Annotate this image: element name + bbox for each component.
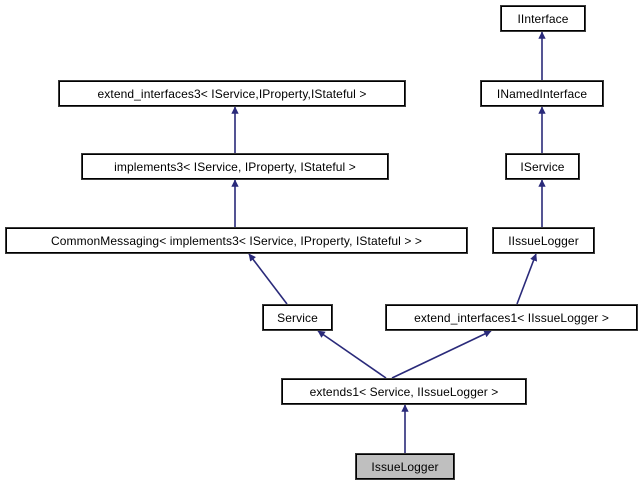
class-node-label: CommonMessaging< implements3< IService, … bbox=[50, 233, 422, 248]
inheritance-arrow-service-to-commonmessaging bbox=[248, 253, 288, 305]
class-node-iinterface[interactable]: IInterface bbox=[500, 5, 586, 32]
class-node-extends1[interactable]: extends1< Service, IIssueLogger > bbox=[281, 378, 527, 405]
class-node-label: implements3< IService, IProperty, IState… bbox=[114, 159, 356, 174]
class-node-service[interactable]: Service bbox=[262, 304, 333, 331]
class-node-implements3[interactable]: implements3< IService, IProperty, IState… bbox=[81, 153, 389, 180]
class-node-label: IIssueLogger bbox=[508, 233, 579, 248]
class-node-label: extend_interfaces1< IIssueLogger > bbox=[414, 310, 609, 325]
class-node-label: Service bbox=[277, 310, 318, 325]
class-node-iservice[interactable]: IService bbox=[505, 153, 580, 180]
class-node-label: IInterface bbox=[517, 11, 569, 26]
class-node-label: extend_interfaces3< IService,IProperty,I… bbox=[97, 86, 367, 101]
class-node-inamedinterface[interactable]: INamedInterface bbox=[480, 80, 604, 107]
class-node-label: INamedInterface bbox=[496, 86, 588, 101]
class-node-label: extends1< Service, IIssueLogger > bbox=[309, 384, 499, 399]
class-node-iissuelogger[interactable]: IIssueLogger bbox=[492, 227, 595, 254]
inheritance-arrow-extend_interfaces1-to-iissuelogger bbox=[516, 253, 538, 305]
class-node-label: IService bbox=[520, 159, 565, 174]
class-node-issuelogger[interactable]: IssueLogger bbox=[355, 453, 455, 480]
class-node-extend_interfaces3[interactable]: extend_interfaces3< IService,IProperty,I… bbox=[58, 80, 406, 107]
inheritance-arrow-extends1-to-extend_interfaces1 bbox=[391, 330, 492, 379]
inheritance-arrow-extends1-to-service bbox=[317, 330, 387, 379]
class-node-extend_interfaces1[interactable]: extend_interfaces1< IIssueLogger > bbox=[385, 304, 638, 331]
class-node-commonmessaging[interactable]: CommonMessaging< implements3< IService, … bbox=[5, 227, 468, 254]
class-node-label: IssueLogger bbox=[371, 459, 439, 474]
